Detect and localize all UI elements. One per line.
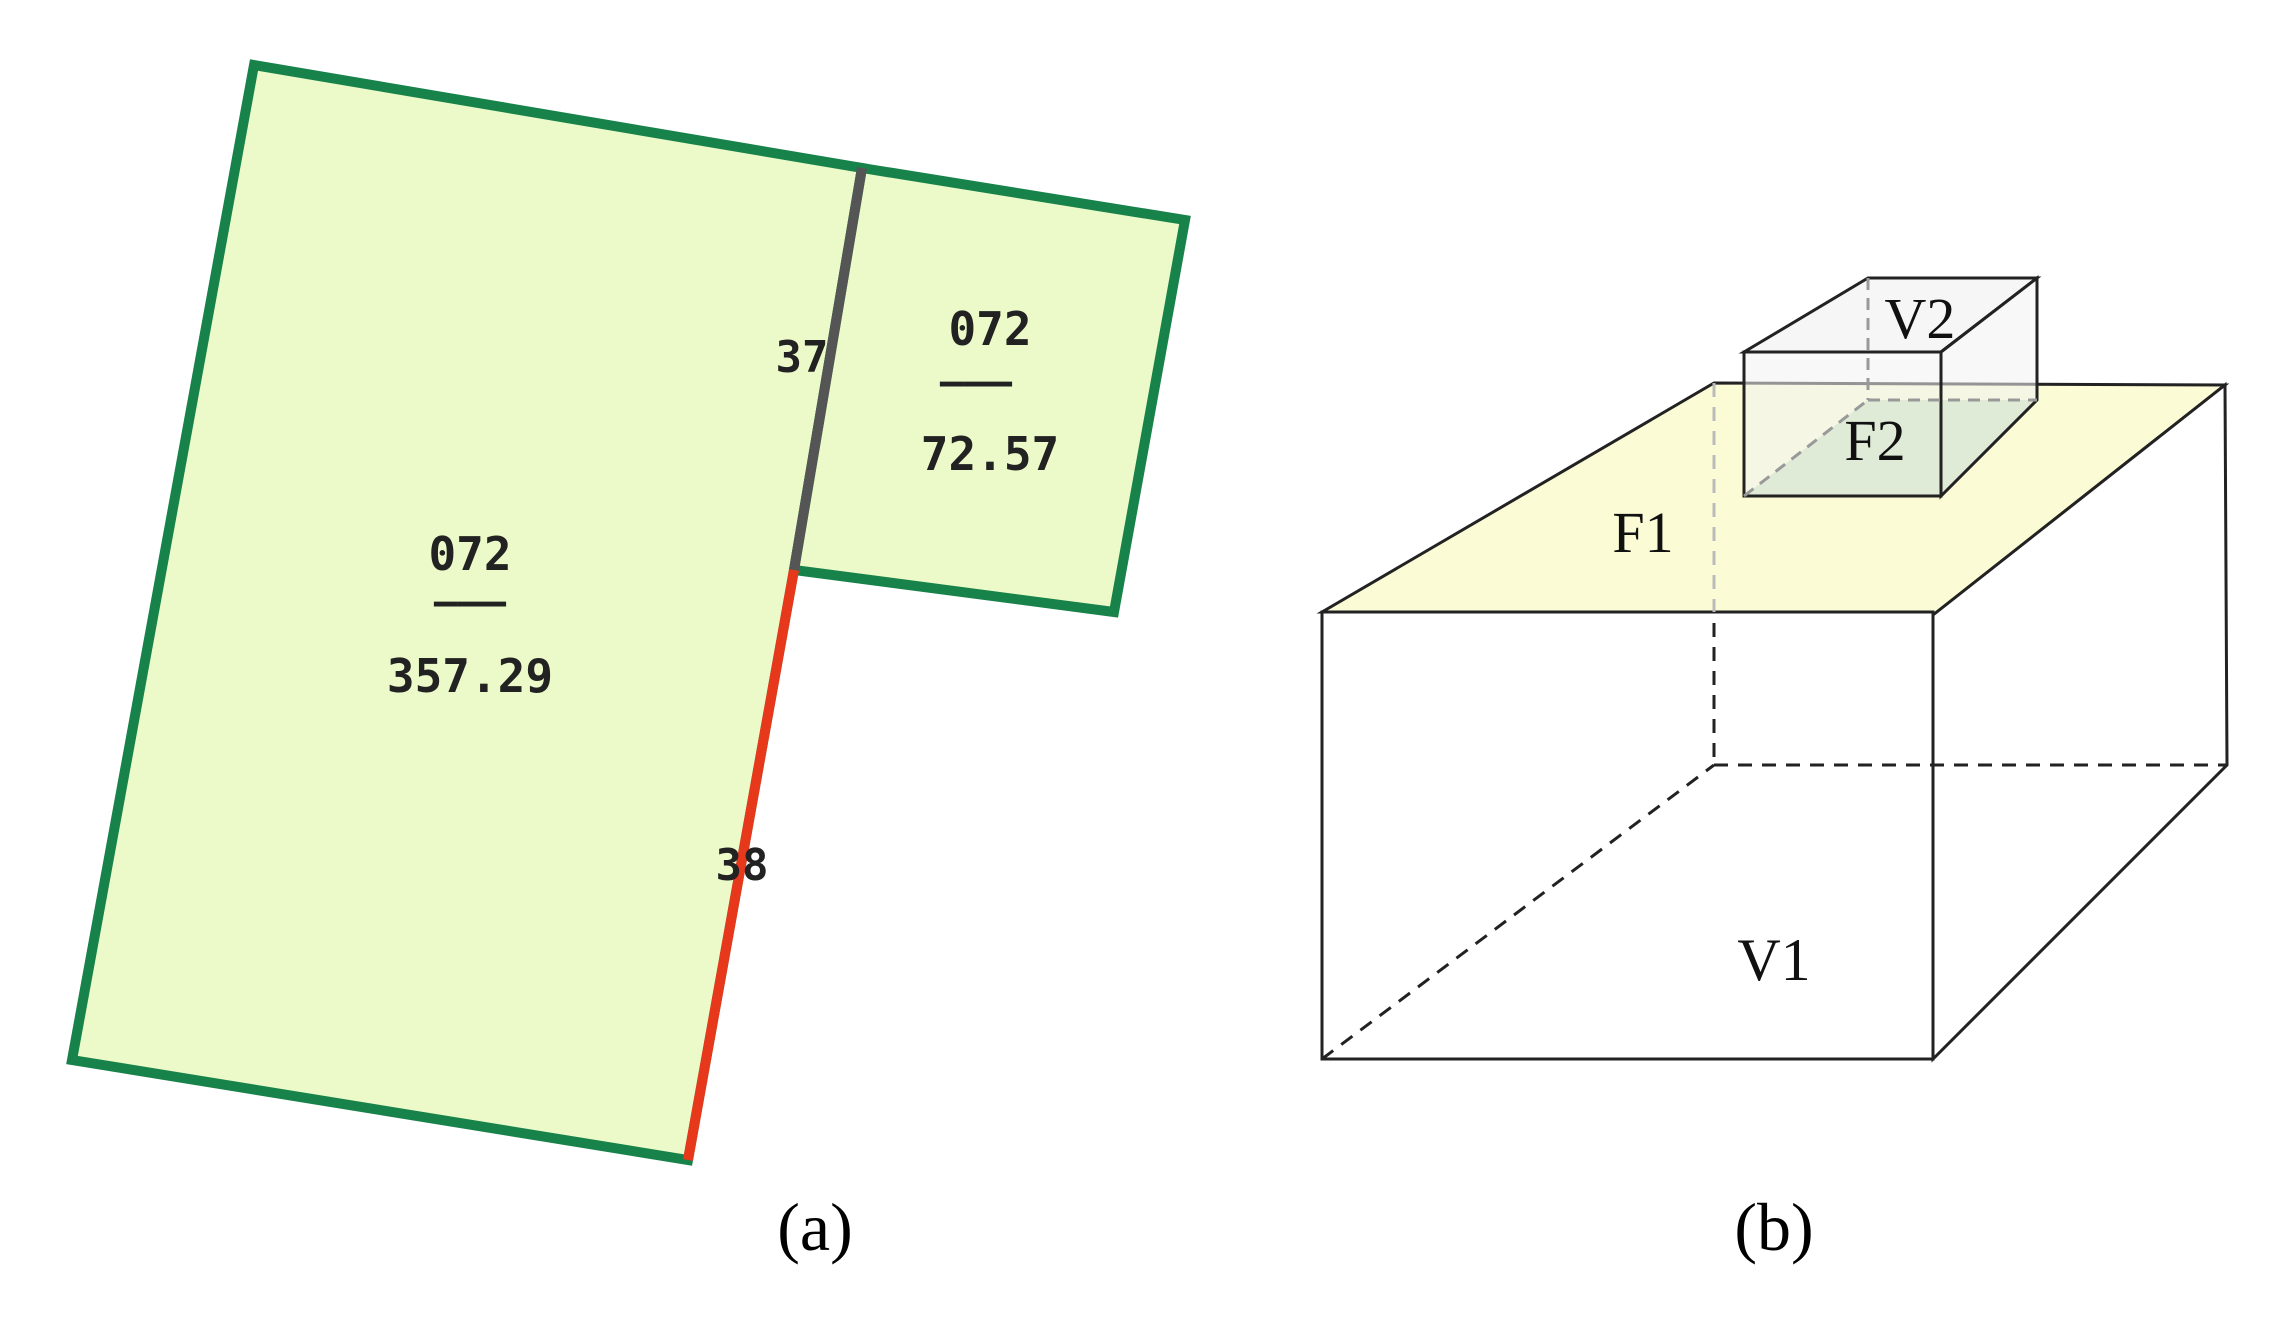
panel-a: 072 ——— 357.29 072 ——— 72.57 37 38 (a) (66, 59, 1191, 1265)
label-f1: F1 (1612, 500, 1673, 565)
parcel-small-code: 072 (948, 302, 1031, 356)
label-v1: V1 (1737, 927, 1810, 993)
label-f2: F2 (1844, 408, 1905, 473)
box-v1-hidden-edge-diagonal (1321, 763, 1715, 1061)
box-v2-hidden-edge-diagonal (1743, 398, 1869, 498)
parcel-large-divider: ——— (434, 579, 507, 625)
box-v1-front (1320, 610, 1935, 1061)
boundary-edge-37 (789, 167, 867, 571)
edge-label-38: 38 (716, 840, 769, 891)
caption-b: (b) (1734, 1189, 1813, 1265)
edge-label-37: 37 (776, 332, 829, 383)
parcel-small-area: 72.57 (921, 427, 1059, 481)
parcel-large-code: 072 (428, 527, 511, 581)
parcel-small-divider: ——— (940, 359, 1013, 405)
box-v2-front (1742, 350, 1943, 498)
label-v2: V2 (1885, 286, 1956, 351)
parcel-large-area: 357.29 (387, 649, 553, 703)
panel-b: V2 F2 F1 V1 (b) (1316, 274, 2230, 1265)
boundary-edge-38 (683, 569, 799, 1161)
caption-a: (a) (777, 1189, 852, 1265)
